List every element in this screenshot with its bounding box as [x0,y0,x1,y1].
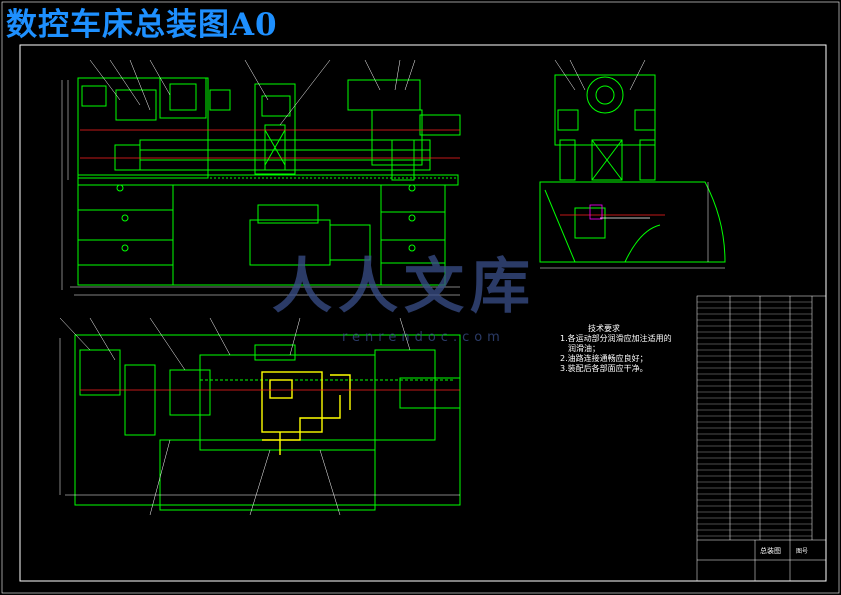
front-view [61,59,461,296]
tech-requirements-heading: 技术要求 [588,324,620,333]
parts-list-rows [697,301,812,537]
side-view [539,59,726,269]
tech-requirement-item: 1.各运动部分润滑应加注适用的 [560,334,672,343]
watermark-url: renrendoc.com [342,330,505,345]
watermark-logo: 人人文库 [272,252,536,322]
plan-hydraulic [261,371,351,455]
front-centerlines [80,129,460,159]
tech-requirement-item: 润滑油； [568,344,600,353]
title-block-name: 总装图 [760,547,781,555]
drawing-title: 数控车床总装图A0 [6,7,278,43]
plan-view [59,317,461,516]
title-block-code: 图号 [796,548,809,555]
technical-requirements: 技术要求 1.各运动部分润滑应加注适用的 润滑油； 2.油路连接通畅应良好； 3… [560,324,672,374]
tech-requirement-item: 3.装配后各部面应干净。 [560,364,648,373]
tech-requirement-item: 2.油路连接通畅应良好； [560,354,648,363]
side-view-details [560,204,665,220]
parts-list-table [696,295,827,582]
